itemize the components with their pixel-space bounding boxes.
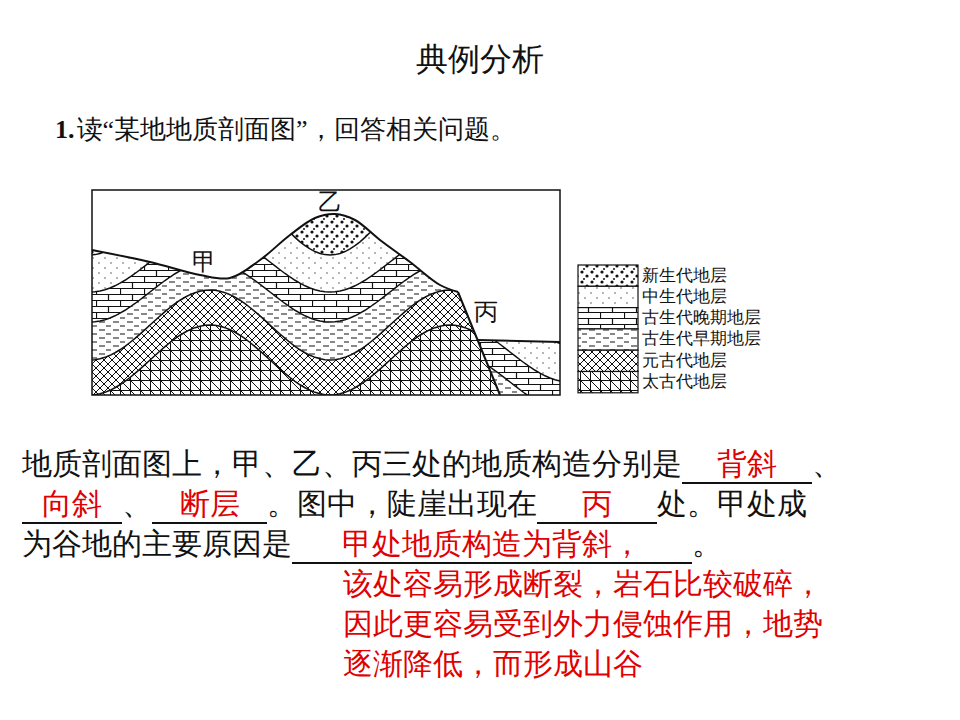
- question-text: 、: [122, 486, 152, 522]
- legend-swatch: [578, 308, 638, 329]
- answer-blank: 背斜: [682, 446, 812, 484]
- question-text: 为谷地的主要原因是: [22, 526, 292, 562]
- legend-swatch: [578, 286, 638, 307]
- ground-surface: [92, 214, 458, 292]
- legend-label: 中生代地层: [642, 287, 727, 307]
- site-label: 丙: [474, 298, 498, 327]
- layer-boundary: [80, 165, 570, 255]
- question-text: 读“某地地质剖面图”，回答相关问题。: [77, 114, 516, 145]
- question-text: 、: [812, 446, 842, 482]
- rock-layer: [80, 325, 570, 420]
- rock-layer: [80, 150, 570, 255]
- page-title: 典例分析: [0, 40, 960, 78]
- rock-layer: [80, 322, 570, 412]
- layer-boundary: [80, 380, 570, 450]
- site-label: 乙: [318, 188, 342, 217]
- question-text: 处。甲处成: [657, 486, 807, 522]
- question-text: 地质剖面图上，甲、乙、丙三处的地质构造分别是: [22, 446, 682, 482]
- question-number: 1.: [55, 114, 75, 145]
- legend-label: 古生代早期地层: [642, 329, 761, 349]
- layer-boundary: [80, 255, 570, 345]
- question-text: 。图中，陡崖出现在: [267, 486, 537, 522]
- legend-swatch: [578, 350, 638, 371]
- answer-text: 因此更容易受到外力侵蚀作用，地势: [343, 606, 823, 642]
- ground-surface: [478, 340, 560, 342]
- legend-swatch: [578, 329, 638, 350]
- answer-text: 该处容易形成断裂，岩石比较破碎，: [343, 566, 823, 602]
- section-frame: [92, 190, 560, 395]
- legend-label: 元古代地层: [642, 351, 727, 371]
- answer-text: 逐渐降低，而形成山谷: [343, 646, 643, 682]
- legend-label: 新生代地层: [642, 266, 727, 286]
- site-label: 甲: [192, 248, 216, 277]
- answer-blank: 向斜: [22, 486, 122, 524]
- answer-blank: 断层: [152, 486, 267, 524]
- rock-layer: [80, 240, 570, 345]
- answer-blank: 丙: [537, 486, 657, 524]
- layer-boundary: [80, 352, 570, 412]
- legend-swatch: [578, 372, 638, 393]
- answer-blank: 甲处地质构造为背斜，: [292, 526, 692, 564]
- rock-layer: [80, 352, 570, 450]
- legend-label: 太古代地层: [642, 372, 727, 392]
- question-text: 。: [692, 526, 722, 562]
- layer-boundary: [80, 322, 570, 382]
- fault-line: [458, 292, 500, 395]
- legend-label: 古生代晚期地层: [642, 308, 761, 328]
- legend-swatch: [578, 265, 638, 286]
